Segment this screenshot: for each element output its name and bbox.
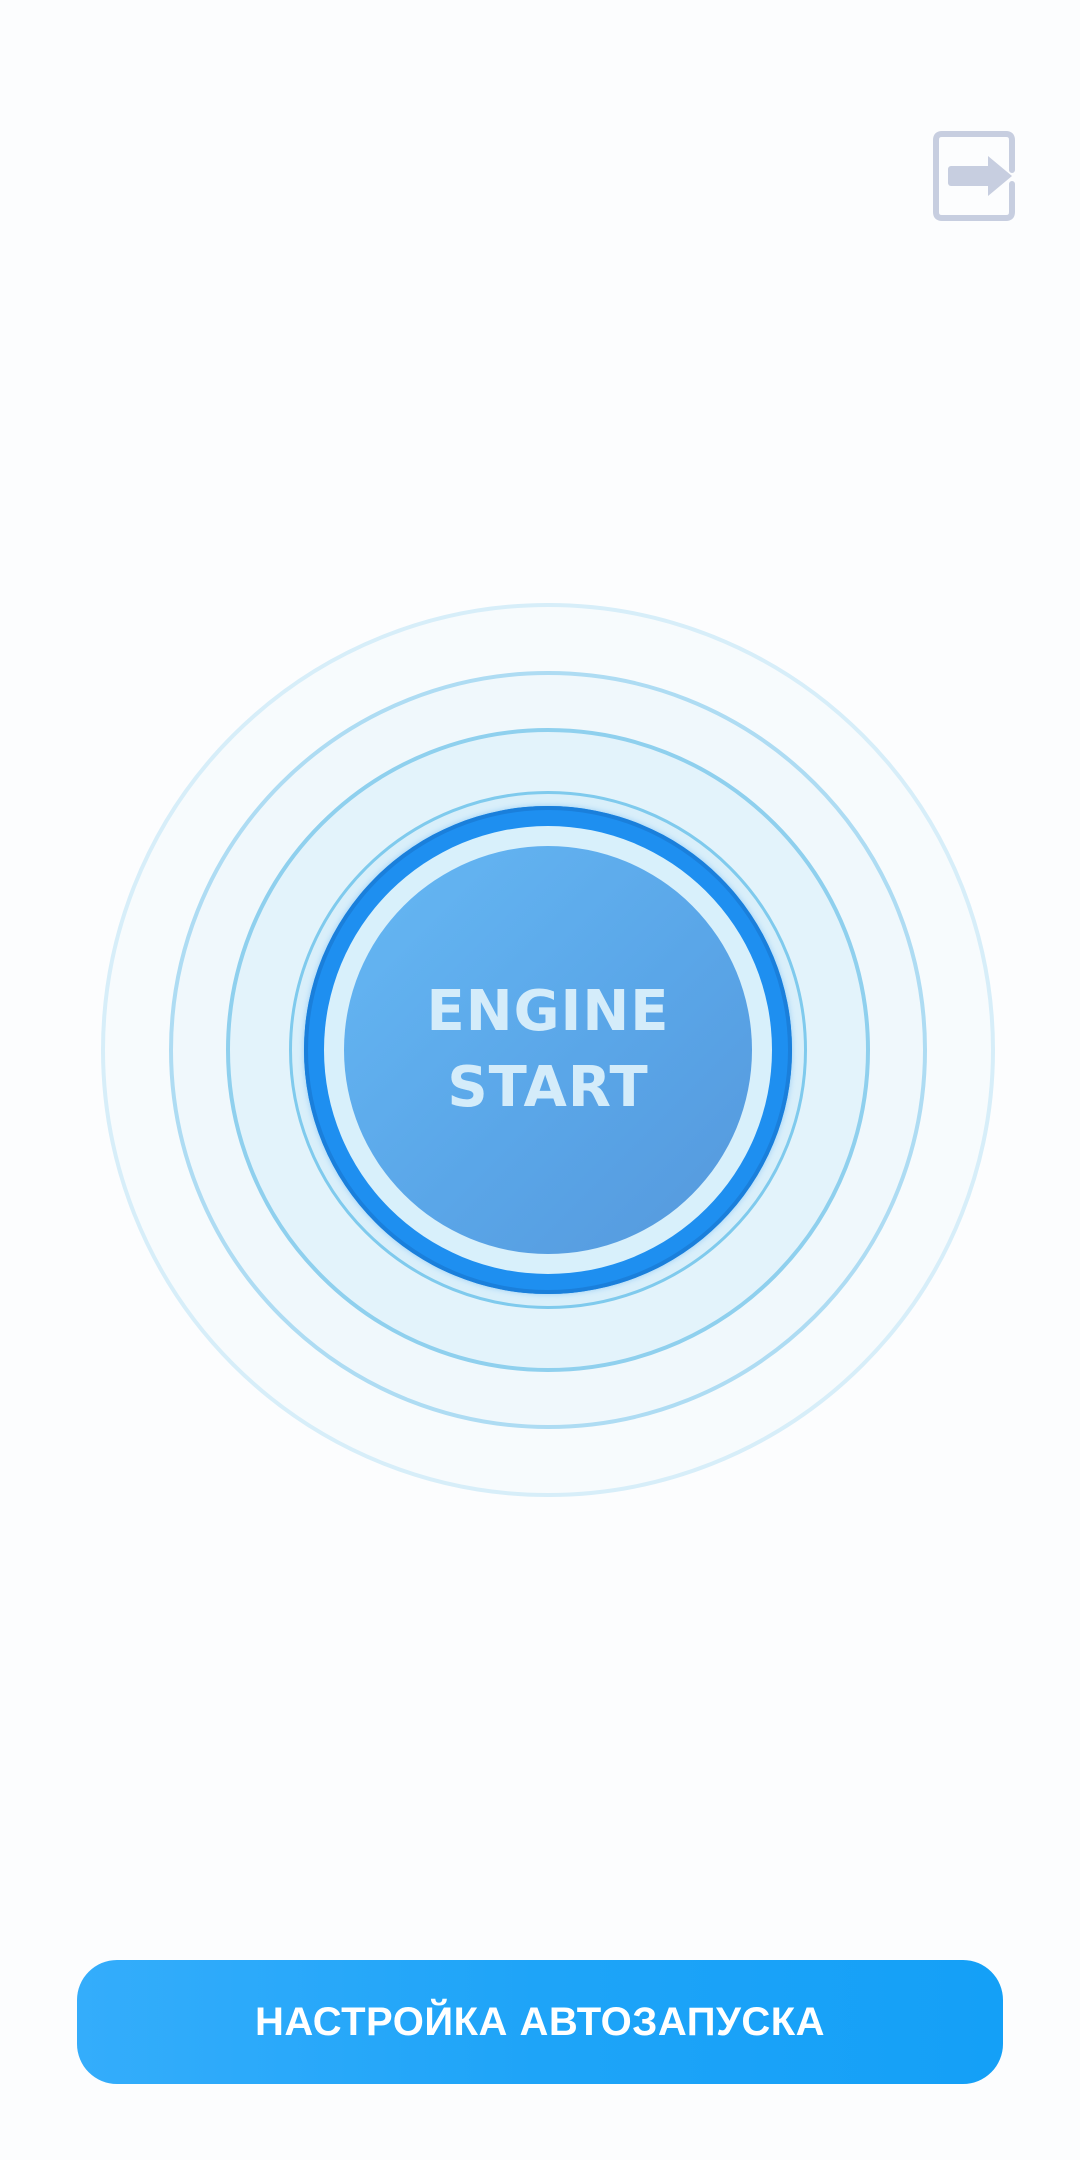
logout-icon <box>933 131 1015 221</box>
engine-start-button[interactable]: ENGINE START <box>344 846 752 1254</box>
autostart-settings-label: НАСТРОЙКА АВТОЗАПУСКА <box>254 1999 826 2044</box>
engine-start-label-line1: ENGINE <box>426 979 670 1044</box>
autostart-settings-button[interactable]: НАСТРОЙКА АВТОЗАПУСКА <box>77 1960 1003 2084</box>
engine-start-label-line2: START <box>447 1055 649 1120</box>
logout-button[interactable] <box>926 128 1022 224</box>
